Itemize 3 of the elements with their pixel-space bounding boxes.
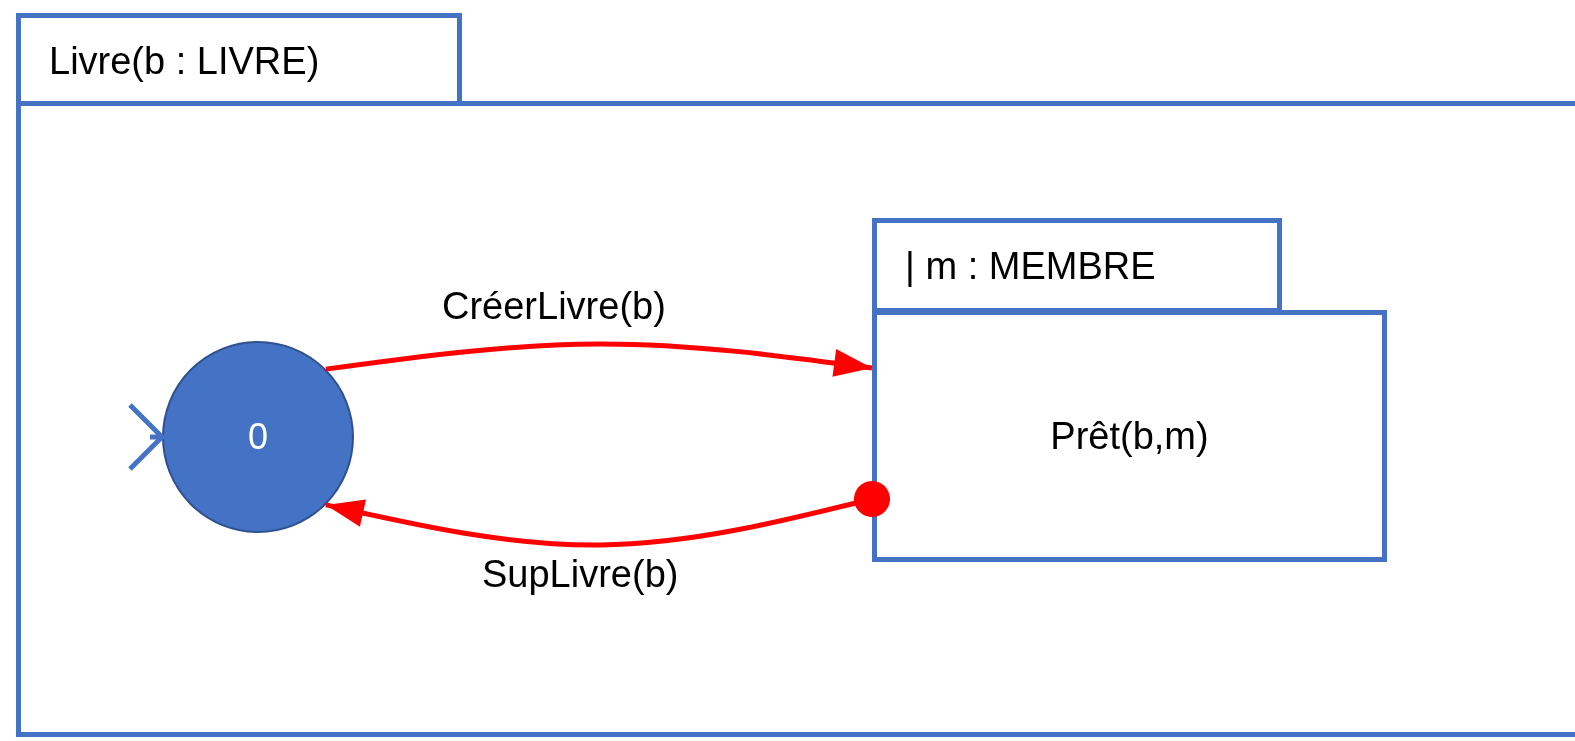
state-name: Prêt(b,m) [1050, 414, 1209, 458]
state-label: 0 [248, 416, 268, 458]
tab-label: | m : MEMBRE [872, 218, 1282, 313]
